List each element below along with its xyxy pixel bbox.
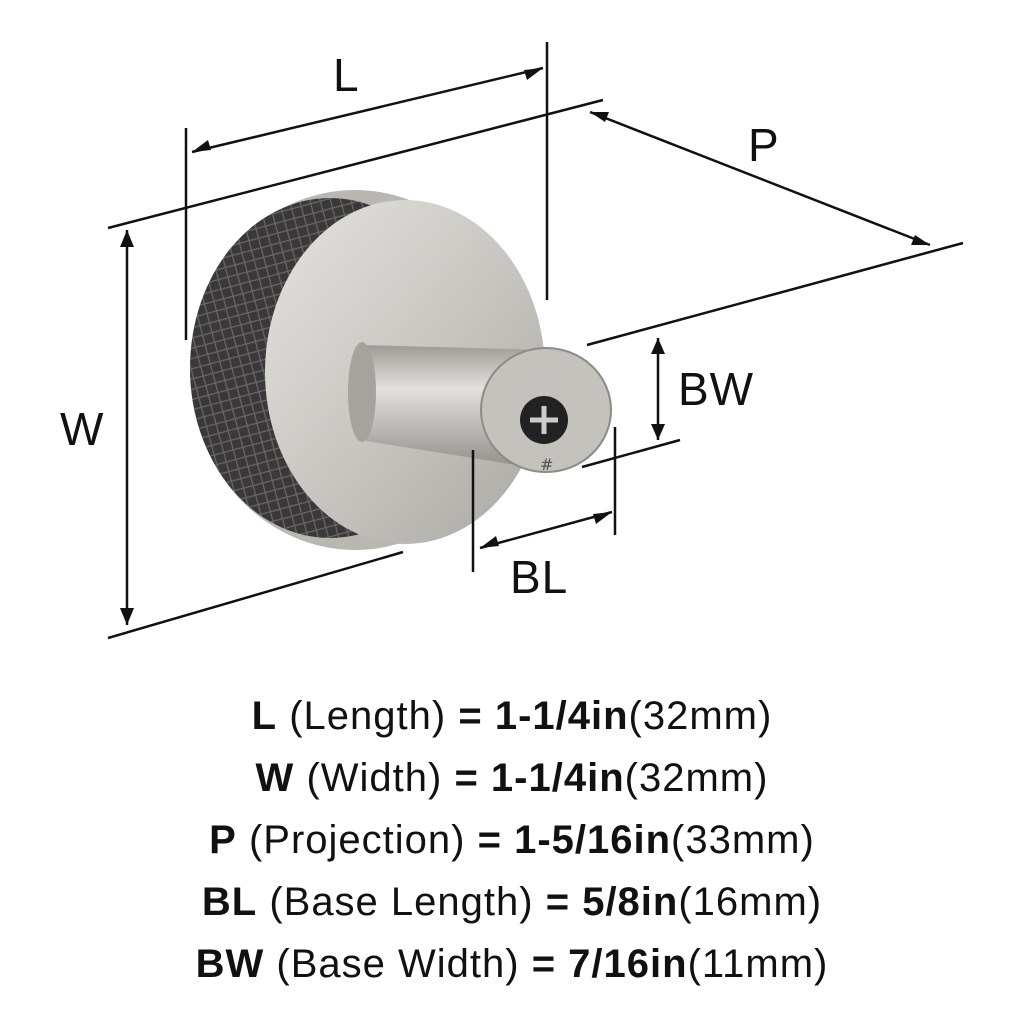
dimension-specs: L (Length) = 1-1/4in(32mm) W (Width) = 1… xyxy=(0,688,1024,998)
label-P: P xyxy=(748,119,780,171)
label-L: L xyxy=(333,49,360,101)
label-BL: BL xyxy=(510,551,569,603)
dimension-lines xyxy=(107,42,964,640)
spec-width: W (Width) = 1-1/4in(32mm) xyxy=(255,756,769,800)
arrowheads xyxy=(120,68,930,625)
label-W: W xyxy=(60,403,105,455)
knob-dimension-diagram: # xyxy=(107,42,964,640)
knob-image: # xyxy=(190,190,612,550)
svg-text:#: # xyxy=(540,455,553,474)
spec-length: L (Length) = 1-1/4in(32mm) xyxy=(251,694,773,738)
spec-base-width: BW (Base Width) = 7/16in(11mm) xyxy=(195,942,829,986)
label-BW: BW xyxy=(678,363,755,415)
spec-projection: P (Projection) = 1-5/16in(33mm) xyxy=(209,818,815,862)
spec-base-length: BL (Base Length) = 5/8in(16mm) xyxy=(201,880,823,924)
